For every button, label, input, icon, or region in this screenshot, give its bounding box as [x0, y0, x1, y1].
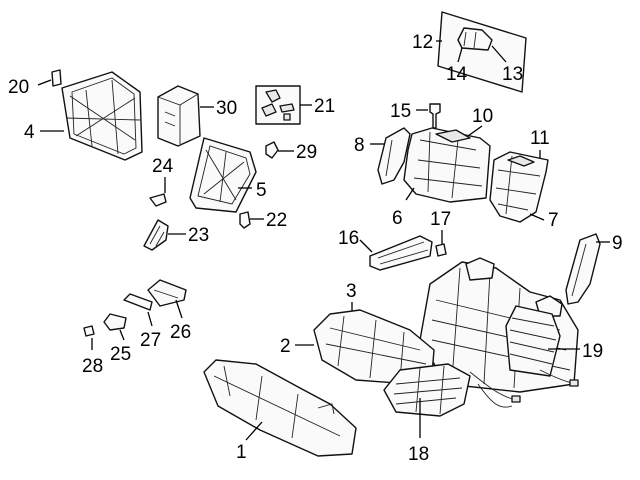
leader-14 [457, 47, 463, 63]
part-21-hardware-kit[interactable] [255, 85, 301, 125]
leader-7 [529, 213, 545, 221]
part-23-hinge-bracket[interactable] [143, 219, 169, 251]
callout-5[interactable]: 5 [256, 180, 267, 201]
part-12-headrest-panel[interactable] [437, 11, 527, 93]
part-29-bracket[interactable] [265, 141, 279, 159]
callout-12[interactable]: 12 [412, 32, 433, 53]
callout-2[interactable]: 2 [280, 336, 291, 357]
part-25-switch-knob[interactable] [103, 313, 127, 331]
part-26-switch-module[interactable] [147, 279, 187, 307]
callout-16[interactable]: 16 [338, 228, 359, 249]
part-5-backrest-panel[interactable] [189, 137, 257, 213]
callout-28[interactable]: 28 [82, 356, 103, 377]
callout-7[interactable]: 7 [548, 210, 559, 231]
callout-29[interactable]: 29 [296, 142, 317, 163]
part-22-clip[interactable] [239, 211, 251, 229]
wiring-harness [469, 369, 579, 408]
callout-17[interactable]: 17 [430, 209, 451, 230]
part-6-seatback-cushion[interactable] [403, 127, 491, 203]
callout-13[interactable]: 13 [502, 64, 523, 85]
leader-26 [175, 299, 183, 319]
callout-22[interactable]: 22 [266, 210, 287, 231]
part-18-seat-heater[interactable] [383, 363, 471, 417]
callout-20[interactable]: 20 [8, 77, 29, 98]
callout-3[interactable]: 3 [346, 281, 357, 302]
part-27-switch-bezel[interactable] [123, 293, 153, 311]
part-16-armrest-tray[interactable] [369, 235, 433, 271]
part-30-armrest-cover[interactable] [157, 85, 201, 147]
part-7-seatback-cover[interactable] [489, 151, 549, 223]
part-20-clip[interactable] [51, 69, 62, 87]
part-19-heater-pad[interactable] [505, 305, 561, 377]
callout-23[interactable]: 23 [188, 225, 209, 246]
callout-19[interactable]: 19 [582, 341, 603, 362]
part-3-seat-cushion[interactable] [313, 309, 435, 385]
callout-8[interactable]: 8 [354, 135, 365, 156]
callout-14[interactable]: 14 [446, 64, 468, 85]
callout-26[interactable]: 26 [170, 322, 191, 343]
callout-11[interactable]: 11 [530, 128, 550, 149]
leader-16 [359, 239, 373, 253]
part-1-seat-pan[interactable] [203, 359, 357, 457]
callout-1[interactable]: 1 [236, 442, 247, 463]
callout-18[interactable]: 18 [408, 444, 429, 465]
leader-10 [467, 125, 483, 137]
part-24-bracket[interactable] [149, 193, 167, 207]
leader-1 [245, 421, 263, 441]
callout-9[interactable]: 9 [612, 233, 623, 254]
part-28-cap[interactable] [83, 325, 95, 337]
part-8-side-bolster[interactable] [377, 127, 411, 185]
callout-25[interactable]: 25 [110, 344, 131, 365]
part-15-bolt[interactable] [429, 103, 441, 129]
callout-30[interactable]: 30 [216, 98, 237, 119]
callout-27[interactable]: 27 [140, 330, 161, 351]
part-17-clip[interactable] [435, 243, 447, 257]
part-9-bolster-trim[interactable] [565, 233, 601, 305]
leader-25 [119, 329, 125, 341]
callout-6[interactable]: 6 [392, 208, 403, 229]
callout-4[interactable]: 4 [24, 122, 35, 143]
callout-21[interactable]: 21 [314, 96, 335, 117]
leader-13 [491, 45, 507, 63]
callout-15[interactable]: 15 [390, 101, 411, 122]
leader-27 [147, 311, 153, 327]
leader-6 [405, 187, 415, 201]
leader-20 [37, 79, 52, 86]
part-4-backrest-frame[interactable] [61, 71, 143, 161]
callout-24[interactable]: 24 [152, 156, 174, 177]
callout-10[interactable]: 10 [472, 106, 493, 127]
